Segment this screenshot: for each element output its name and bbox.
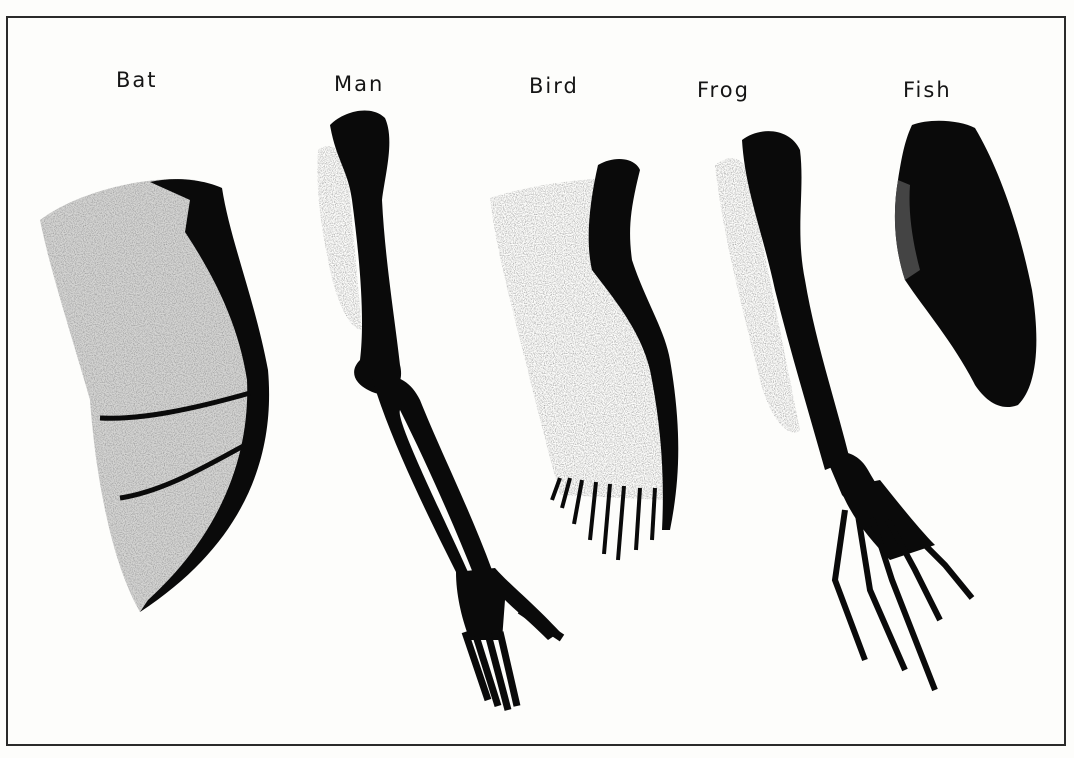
frog-toe-5 <box>905 525 972 598</box>
frog-hand <box>840 480 935 560</box>
bird-wing <box>490 159 678 560</box>
fish-fin <box>895 121 1036 407</box>
bat-wing <box>40 179 269 612</box>
man-forearm <box>372 376 492 578</box>
